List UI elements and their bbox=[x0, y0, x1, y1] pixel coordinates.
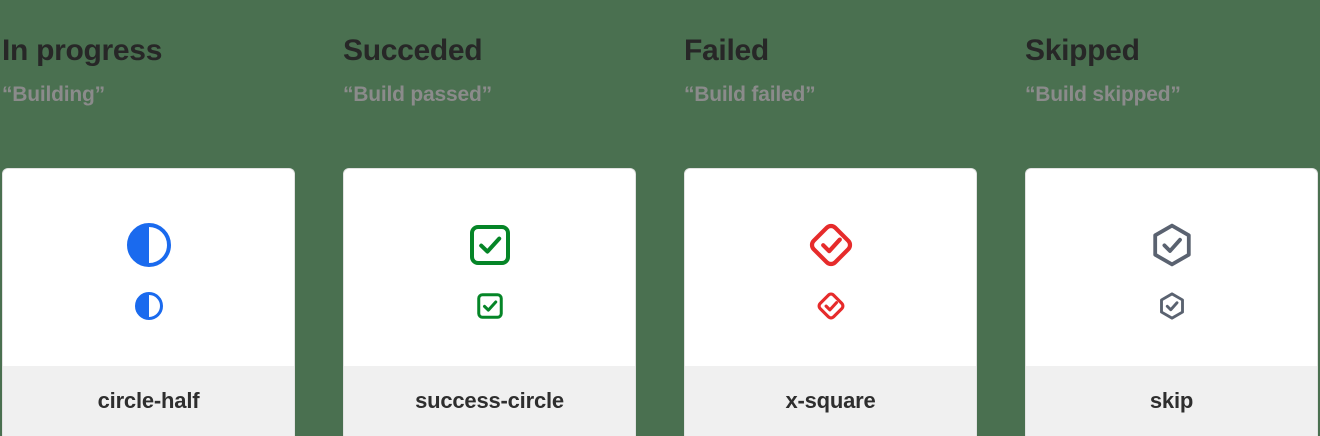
page-title: Succeded bbox=[343, 34, 483, 67]
circle-half-icon bbox=[125, 221, 173, 269]
status-column-in-progress: In progress “Building” bbox=[2, 0, 295, 436]
icon-name-footer: circle-half bbox=[3, 366, 294, 436]
page-title: Failed bbox=[684, 34, 769, 67]
column-header: Failed “Build failed” bbox=[684, 0, 977, 168]
column-header: In progress “Building” bbox=[2, 0, 295, 168]
column-header: Succeded “Build passed” bbox=[343, 0, 636, 168]
circle-half-icon-small bbox=[134, 291, 164, 321]
icon-preview-area bbox=[1026, 169, 1317, 366]
icon-card[interactable]: x-square bbox=[684, 168, 977, 436]
icon-name-label: circle-half bbox=[97, 388, 200, 413]
check-square-icon bbox=[466, 221, 514, 269]
icon-card[interactable]: circle-half bbox=[2, 168, 295, 436]
icon-preview-area bbox=[3, 169, 294, 366]
icon-preview-area bbox=[685, 169, 976, 366]
icon-name-footer: skip bbox=[1026, 366, 1317, 436]
check-diamond-icon-small bbox=[816, 291, 846, 321]
check-square-icon-small bbox=[475, 291, 505, 321]
icon-name-footer: success-circle bbox=[344, 366, 635, 436]
page-title: Skipped bbox=[1025, 34, 1140, 67]
status-quote: “Build skipped” bbox=[1025, 82, 1181, 106]
icon-name-footer: x-square bbox=[685, 366, 976, 436]
icon-name-label: skip bbox=[1149, 388, 1194, 413]
status-quote: “Building” bbox=[2, 82, 105, 106]
icon-card[interactable]: skip bbox=[1025, 168, 1318, 436]
status-column-failed: Failed “Build failed” bbox=[684, 0, 977, 436]
status-quote: “Build failed” bbox=[684, 82, 816, 106]
status-column-skipped: Skipped “Build skipped” bbox=[1025, 0, 1318, 436]
check-hexagon-icon-small bbox=[1157, 291, 1187, 321]
check-hexagon-icon bbox=[1148, 221, 1196, 269]
column-header: Skipped “Build skipped” bbox=[1025, 0, 1318, 168]
status-quote: “Build passed” bbox=[343, 82, 492, 106]
check-diamond-icon bbox=[807, 221, 855, 269]
icon-preview-area bbox=[344, 169, 635, 366]
icon-name-label: success-circle bbox=[415, 388, 564, 413]
status-column-succeded: Succeded “Build passed” bbox=[343, 0, 636, 436]
icon-card[interactable]: success-circle bbox=[343, 168, 636, 436]
page-title: In progress bbox=[2, 34, 163, 67]
icon-name-label: x-square bbox=[785, 388, 876, 413]
